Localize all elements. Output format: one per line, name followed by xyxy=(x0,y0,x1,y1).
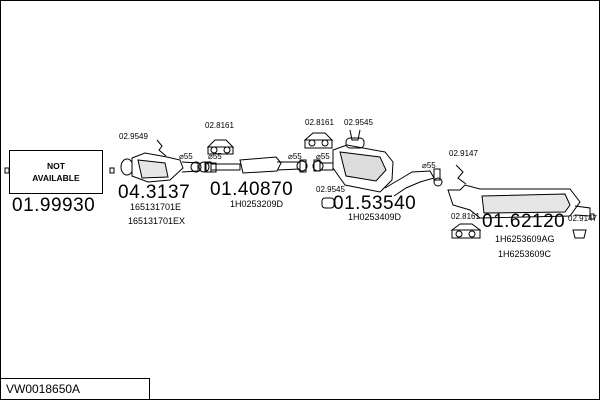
fitting-number: 02.8161 xyxy=(205,121,234,130)
diagram-code: VW0018650A xyxy=(6,382,81,396)
oem-number: 165131701E xyxy=(130,202,182,212)
hanger-rubber-icon xyxy=(321,197,335,209)
part-number-p5: 01.62120 xyxy=(482,211,566,232)
fitting-number: 02.9147 xyxy=(449,149,478,158)
part-number-p1: 01.99930 xyxy=(12,195,96,216)
clamp-label: ⌀55 xyxy=(316,152,330,161)
middle-silencer xyxy=(313,144,441,197)
fitting-number: 02.8161 xyxy=(305,118,334,127)
front-pipe-muffler xyxy=(204,156,307,174)
fitting-number: 02.9545 xyxy=(344,118,373,127)
flange-p1-right xyxy=(109,167,115,174)
rubber-mount-icon xyxy=(450,223,482,239)
clamp-label: ⌀55 xyxy=(179,152,193,161)
catalytic-converter xyxy=(120,152,199,183)
hanger-hook-icon xyxy=(349,129,361,141)
diagram-code-box: VW0018650A xyxy=(0,378,150,399)
part-number-p4: 01.53540 xyxy=(333,193,417,214)
clamp-icon xyxy=(312,160,324,172)
hanger-rubber-icon xyxy=(345,137,365,149)
oem-number: 1H0253409D xyxy=(348,212,402,222)
fitting-number: 02.9147 xyxy=(568,214,597,223)
rear-silencer xyxy=(447,184,591,219)
hanger-bracket-icon xyxy=(572,229,587,239)
clamp-label: ⌀55 xyxy=(422,161,436,170)
oem-number: 1H0253209D xyxy=(230,199,284,209)
clamp-label: ⌀55 xyxy=(208,152,222,161)
part-number-p3: 01.40870 xyxy=(210,179,294,200)
fitting-number: 02.8161 xyxy=(451,212,480,221)
fitting-number: 02.9549 xyxy=(119,132,148,141)
rubber-mount-icon xyxy=(206,139,235,155)
clamp-icon xyxy=(190,161,210,173)
hanger-hook-icon xyxy=(156,139,167,157)
clamp-icon xyxy=(296,160,308,172)
clamp-label: ⌀55 xyxy=(288,152,302,161)
clamp-icon xyxy=(433,177,443,187)
not-available-box: NOT AVAILABLE xyxy=(9,150,103,194)
not-available-label: NOT AVAILABLE xyxy=(32,161,80,183)
oem-number: 1H6253609C xyxy=(498,249,552,259)
oem-number: 1H6253609AG xyxy=(495,234,555,244)
hanger-hook-icon xyxy=(455,164,467,185)
part-number-p2: 04.3137 xyxy=(118,182,191,203)
oem-number: 165131701EX xyxy=(128,216,186,226)
fitting-number: 02.9545 xyxy=(316,185,345,194)
clamp-icon xyxy=(205,162,217,173)
rubber-mount-icon xyxy=(303,132,334,149)
